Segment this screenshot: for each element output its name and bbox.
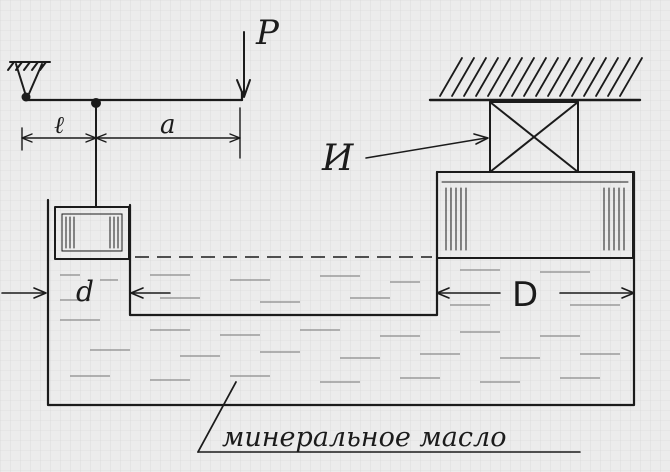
liquid-texture [60, 269, 620, 383]
small-diameter-label: d [76, 275, 94, 308]
lever-right-label: a [160, 110, 176, 140]
large-diameter-dimension [436, 287, 635, 299]
lever-left-label: ℓ [54, 111, 64, 139]
ceiling [428, 57, 643, 102]
indicator-leader [365, 133, 489, 159]
small-piston [54, 206, 130, 260]
large-piston [436, 171, 634, 259]
hinge-support [7, 61, 51, 97]
force-arrow [236, 31, 251, 98]
small-diameter-dimension [1, 287, 171, 299]
force-label: P [255, 13, 280, 53]
indicator-label: И [321, 138, 354, 179]
indicator-box [489, 101, 579, 173]
large-diameter-label: D [512, 275, 538, 315]
fluid-leader [197, 381, 237, 453]
lever-joint [91, 98, 101, 108]
fluid-label: минеральное масло [222, 422, 506, 453]
